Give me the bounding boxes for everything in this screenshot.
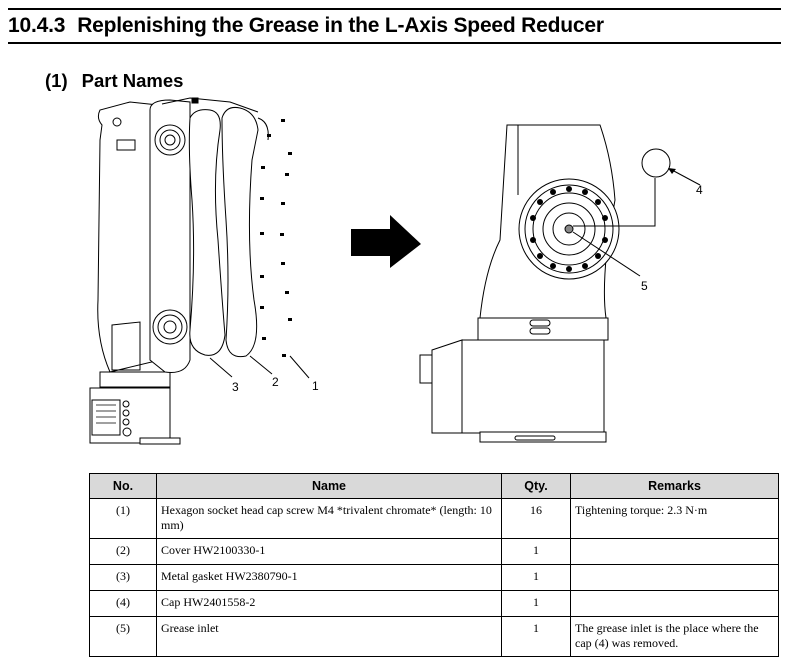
header-no: No. bbox=[89, 473, 157, 499]
cell-qty: 1 bbox=[501, 590, 571, 617]
robot-side-view: 4 5 bbox=[419, 124, 703, 443]
cell-no: (5) bbox=[89, 616, 157, 657]
callout-4: 4 bbox=[696, 183, 703, 197]
section-number: 10.4.3 bbox=[8, 14, 66, 37]
cell-no: (1) bbox=[89, 498, 157, 539]
cell-remarks bbox=[570, 590, 779, 617]
cell-no: (3) bbox=[89, 564, 157, 591]
heading-rule bbox=[8, 42, 781, 44]
cell-remarks bbox=[570, 564, 779, 591]
table-row: (5) Grease inlet 1 The grease inlet is t… bbox=[89, 616, 779, 657]
subsection-number: (1) bbox=[45, 70, 68, 91]
callout-1: 1 bbox=[312, 379, 319, 393]
cell-name: Grease inlet bbox=[156, 616, 502, 657]
table-row: (1) Hexagon socket head cap screw M4 *tr… bbox=[89, 498, 779, 539]
top-rule bbox=[8, 8, 781, 10]
right-arrow-icon bbox=[351, 215, 421, 268]
subsection-heading: (1) Part Names bbox=[45, 70, 183, 92]
cell-name: Hexagon socket head cap screw M4 *trival… bbox=[156, 498, 502, 539]
section-title: Replenishing the Grease in the L-Axis Sp… bbox=[77, 14, 604, 37]
screw-icons bbox=[260, 119, 292, 357]
subsection-title: Part Names bbox=[81, 70, 184, 91]
cell-name: Cover HW2100330-1 bbox=[156, 538, 502, 565]
cell-name: Metal gasket HW2380790-1 bbox=[156, 564, 502, 591]
section-heading: 10.4.3 Replenishing the Grease in the L-A… bbox=[8, 14, 604, 38]
cell-remarks bbox=[570, 538, 779, 565]
cell-qty: 1 bbox=[501, 616, 571, 657]
callout-5: 5 bbox=[641, 279, 648, 293]
cell-name: Cap HW2401558-2 bbox=[156, 590, 502, 617]
header-remarks: Remarks bbox=[570, 473, 779, 499]
cell-remarks: Tightening torque: 2.3 N·m bbox=[570, 498, 779, 539]
table-row: (2) Cover HW2100330-1 1 bbox=[89, 538, 779, 565]
table-row: (3) Metal gasket HW2380790-1 1 bbox=[89, 564, 779, 591]
callout-3: 3 bbox=[232, 380, 239, 394]
table-row: (4) Cap HW2401558-2 1 bbox=[89, 590, 779, 617]
cell-qty: 1 bbox=[501, 564, 571, 591]
cell-no: (4) bbox=[89, 590, 157, 617]
cell-qty: 16 bbox=[501, 498, 571, 539]
cell-remarks: The grease inlet is the place where the … bbox=[570, 616, 779, 657]
part-names-figure: 1 2 3 4 5 bbox=[89, 97, 703, 445]
cell-no: (2) bbox=[89, 538, 157, 565]
callout-2: 2 bbox=[272, 375, 279, 389]
parts-table: No. Name Qty. Remarks (1) Hexagon socket… bbox=[89, 473, 779, 657]
table-header-row: No. Name Qty. Remarks bbox=[89, 473, 779, 499]
robot-exploded-view: 1 2 3 bbox=[89, 97, 319, 445]
header-qty: Qty. bbox=[501, 473, 571, 499]
cell-qty: 1 bbox=[501, 538, 571, 565]
header-name: Name bbox=[156, 473, 502, 499]
